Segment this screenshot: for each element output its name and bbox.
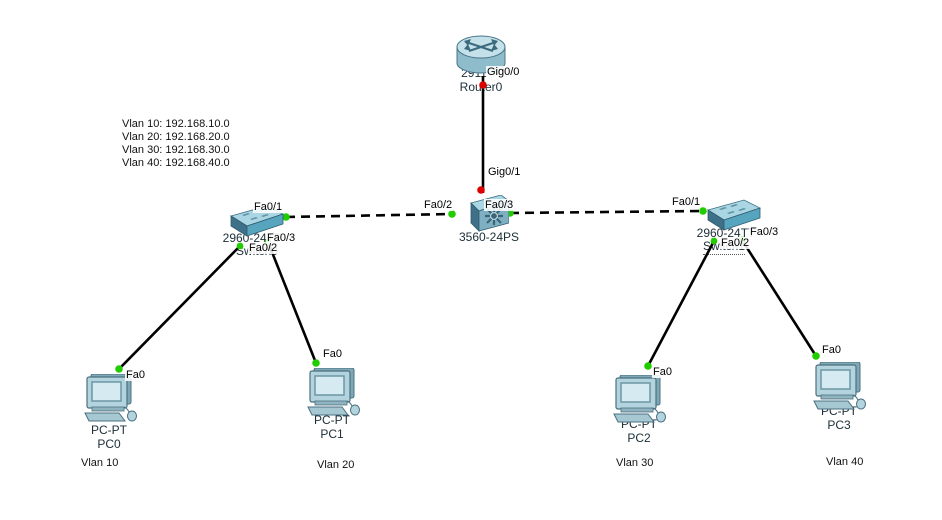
cable-switch0-pc1[interactable]: [266, 241, 318, 364]
linkstate-core-gig01-down: [477, 186, 485, 194]
pc2-vlan-note: Vlan 30: [616, 457, 654, 469]
pc3-vlan-note: Vlan 40: [826, 456, 864, 468]
switch1-port-fa03-label: Fa0/3: [749, 226, 780, 238]
pc-icon[interactable]: [306, 368, 362, 416]
pc1-vlan-note: Vlan 20: [317, 459, 355, 471]
annotation-line: Vlan 10: 192.168.10.0: [122, 118, 230, 130]
linkstate-pc3-fa0-up: [812, 352, 820, 360]
switch1-model-label: 2960-24TT: [696, 226, 756, 240]
switch0-port-fa01-label: Fa0/1: [253, 201, 284, 213]
cable-core-switch1-trunk[interactable]: [509, 209, 704, 215]
pc0-port-fa0-label: Fa0: [125, 369, 146, 381]
linkstate-core-fa02-up: [448, 210, 456, 218]
pc1-model-label: PC-PT: [314, 413, 350, 427]
linkstate-switch0-fa01-up: [282, 213, 290, 221]
linkstate-pc2-fa0-up: [644, 362, 652, 370]
pc-icon[interactable]: [812, 362, 868, 410]
pc0-model-label: PC-PT: [91, 423, 127, 437]
cable-core-switch0-trunk[interactable]: [285, 212, 453, 219]
switch0-port-fa03-label: Fa0/3: [266, 232, 297, 244]
annotation-line: Vlan 40: 192.168.40.0: [122, 157, 230, 169]
linkstate-router0-gig00-down: [479, 81, 487, 89]
core-port-fa02-label: Fa0/2: [423, 199, 454, 211]
pc1-name-label: PC1: [320, 427, 344, 441]
linkstate-switch1-fa01-up: [699, 207, 707, 215]
cable-switch0-pc0[interactable]: [118, 245, 241, 370]
core-port-fa03-label: Fa0/3: [484, 199, 515, 211]
router0-port-gig00-label: Gig0/0: [486, 66, 521, 78]
pc-icon[interactable]: [83, 374, 139, 422]
pc3-port-fa0-label: Fa0: [821, 344, 842, 356]
linkstate-pc0-fa0-up: [115, 365, 123, 373]
annotation-line: Vlan 30: 192.168.30.0: [122, 144, 230, 156]
pc1-port-fa0-label: Fa0: [322, 348, 343, 360]
core-model-label: 3560-24PS: [458, 230, 520, 244]
vlan-subnet-annotation: Vlan 10: 192.168.10.0 Vlan 20: 192.168.2…: [122, 118, 230, 170]
linkstate-switch0-fa02-up: [236, 242, 244, 250]
cable-switch1-pc3[interactable]: [740, 239, 818, 357]
pc2-port-fa0-label: Fa0: [652, 366, 673, 378]
switch1-port-fa02-label: Fa0/2: [720, 237, 751, 249]
linkstate-pc1-fa0-up: [312, 359, 320, 367]
switch-icon[interactable]: [704, 198, 762, 234]
pc0-vlan-note: Vlan 10: [81, 457, 119, 469]
pc2-name-label: PC2: [627, 431, 651, 445]
switch0-port-fa02-label: Fa0/2: [248, 242, 279, 254]
annotation-line: Vlan 20: 192.168.20.0: [122, 131, 230, 143]
linkstate-switch1-fa02-up: [710, 237, 718, 245]
core-port-gig01-label: Gig0/1: [487, 166, 522, 178]
cable-switch1-pc2[interactable]: [646, 240, 716, 367]
pc0-name-label: PC0: [97, 437, 121, 451]
pc-icon[interactable]: [612, 375, 668, 423]
pc3-name-label: PC3: [827, 418, 851, 432]
switch1-port-fa01-label: Fa0/1: [671, 196, 702, 208]
